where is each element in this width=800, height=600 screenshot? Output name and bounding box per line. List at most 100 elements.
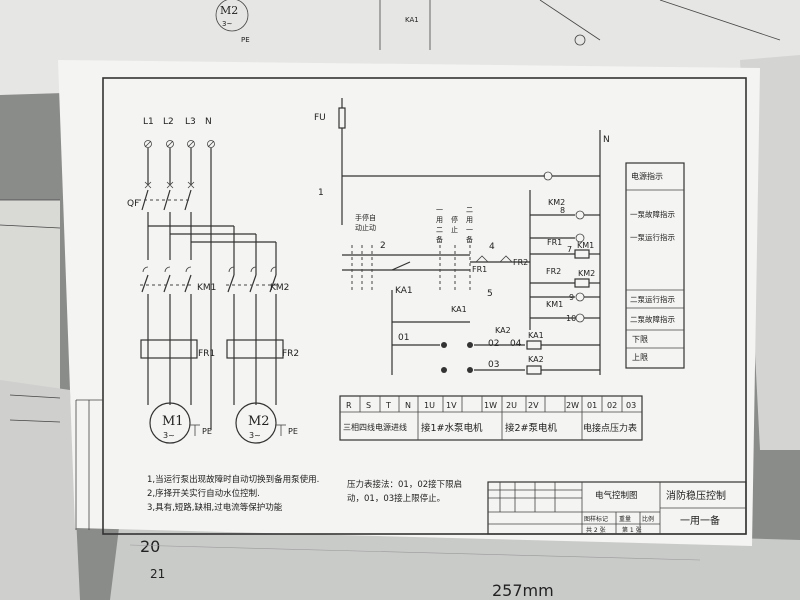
control-circuit: FU 1 N 手 动 停 止 自 动 2 一 用 二 备 停 止 二 用 一 备 [314,98,610,375]
node-5: 5 [487,289,493,299]
motor-m1-pe: PE [202,427,212,436]
sel2-g: 二 [466,206,473,214]
main-sheet [58,60,760,546]
term-n: N [405,401,411,410]
fr2-label: FR2 [282,349,299,359]
ka2-b-label: KA2 [495,326,511,335]
term-03: 03 [626,401,636,410]
sel2-i: 一 [466,226,473,234]
legend-upper: 上限 [632,353,648,362]
term-01: 01 [587,401,597,410]
fu-label: FU [314,113,326,123]
node-1: 1 [318,188,324,198]
sel2-b: 用 [436,216,443,224]
term-2v: 2V [528,401,539,410]
ruler-length: 257mm [492,581,554,600]
legend-pump1-fault: 一泵故障指示 [630,209,675,219]
ka1-c-label: KA1 [528,331,544,340]
node-4: 4 [489,242,495,252]
bg-pe-label: PE [241,36,250,44]
ruler-mark-20: 20 [140,537,160,556]
term-desc-gauge: 电接点压力表 [583,422,637,434]
term-t: T [385,401,391,410]
sel2-a: 一 [436,206,443,214]
term-1u: 1U [424,401,435,410]
node-02: 02 [488,339,499,349]
terminal-table: R S T N 1U 1V 1W 2U 2V 2W 01 02 03 三相四线电… [339,395,643,441]
sel1-e: 自 [369,213,376,222]
legend-lower: 下限 [632,335,648,344]
node-01: 01 [398,333,409,343]
note-3: 3,具有,短路,缺相,过电流等保护功能 [147,502,283,513]
term-1w: 1W [484,401,497,410]
notes: 1,当运行泵出现故障时自动切换到备用泵使用. 2,序择开关实行自动水位控制. 3… [147,474,462,513]
bg-motor-label: M2 [220,4,238,17]
term-2w: 2W [566,401,579,410]
sel2-h: 用 [466,216,473,224]
title-row-b: 重量 [619,515,631,523]
note-2: 2,序择开关实行自动水位控制. [147,488,260,499]
fr1-label: FR1 [198,349,215,359]
legend-pump1-run: 一泵运行指示 [630,232,675,242]
term-1v: 1V [446,401,457,410]
legend-pump2-run: 二泵运行指示 [630,294,675,304]
supply-terminals: L1 L2 L3 N QF KM1 [127,117,299,444]
bg-ka1-label: KA1 [405,16,419,24]
sheet-number: 第 1 张 [622,526,642,534]
note-1: 1,当运行泵出现故障时自动切换到备用泵使用. [147,474,319,485]
fr1-relay [140,339,198,359]
km2-top-label: KM2 [548,198,565,207]
sel2-d: 备 [436,235,443,244]
term-02: 02 [607,401,617,410]
term-s: S [366,401,371,410]
supply-label-l1: L1 [143,117,154,127]
mode-name: 一用一备 [680,514,720,527]
term-desc-pump1: 接1#水泵电机 [421,422,483,434]
motor-m2-name: M2 [248,414,270,429]
title-block: 电气控制图 消防稳压控制 一用一备 图样标记 重量 比例 共 2 张 第 1 张 [487,481,747,535]
motor-m2-pe: PE [288,427,298,436]
sel2-f: 止 [451,225,458,234]
km2-main-label: KM2 [270,283,289,293]
fr2-coil-label: FR2 [546,267,561,276]
project-name: 消防稳压控制 [666,489,726,502]
sel2-j: 备 [466,235,473,244]
km1-b-label: KM1 [546,300,563,309]
sel2-c: 二 [436,226,443,234]
km1-coil-label: KM1 [577,241,594,250]
indicator-legend: 电源指示 一泵故障指示 一泵运行指示 二泵运行指示 二泵故障指示 下限 上限 [625,162,685,369]
term-2u: 2U [506,401,517,410]
fr2-relay [226,339,284,359]
km2-coil-label: KM2 [578,269,595,278]
fr1-coil-label: FR1 [547,238,562,247]
km1-main-label: KM1 [197,283,216,293]
supply-label-l3: L3 [185,117,196,127]
legend-power: 电源指示 [631,171,663,181]
node-04: 04 [510,339,522,349]
term-r: R [346,401,352,410]
qf-label: QF [127,199,139,209]
title-row-c: 比例 [642,515,654,523]
sheet-count: 共 2 张 [586,526,606,534]
pressure-note-1: 压力表接法：01，02接下限启 [347,479,462,490]
sel1-b: 动 [355,223,362,232]
lamp-pump1-run [575,233,585,243]
motor-m2-phase: 3~ [249,431,261,440]
node-2: 2 [380,241,386,251]
bg-phase-label: 3~ [222,20,232,28]
term-desc-supply: 三相四线电源进线 [343,422,407,432]
drawing-name: 电气控制图 [595,490,638,501]
drawing-frame [102,77,747,535]
neutral-label: N [603,135,610,145]
supply-label-l2: L2 [163,117,174,127]
ka1-label: KA1 [395,286,413,296]
fr1-contact-label: FR1 [472,265,487,274]
legend-pump2-fault: 二泵故障指示 [630,314,675,324]
node-7: 7 [567,245,572,254]
sel1-d: 止 [362,223,369,232]
ka1-b-label: KA1 [451,305,467,314]
background-sheet: M2 3~ PE KA1 20 2 1 257mm [0,0,781,600]
ka2-c-label: KA2 [528,355,544,364]
sel1-f: 动 [369,223,376,232]
